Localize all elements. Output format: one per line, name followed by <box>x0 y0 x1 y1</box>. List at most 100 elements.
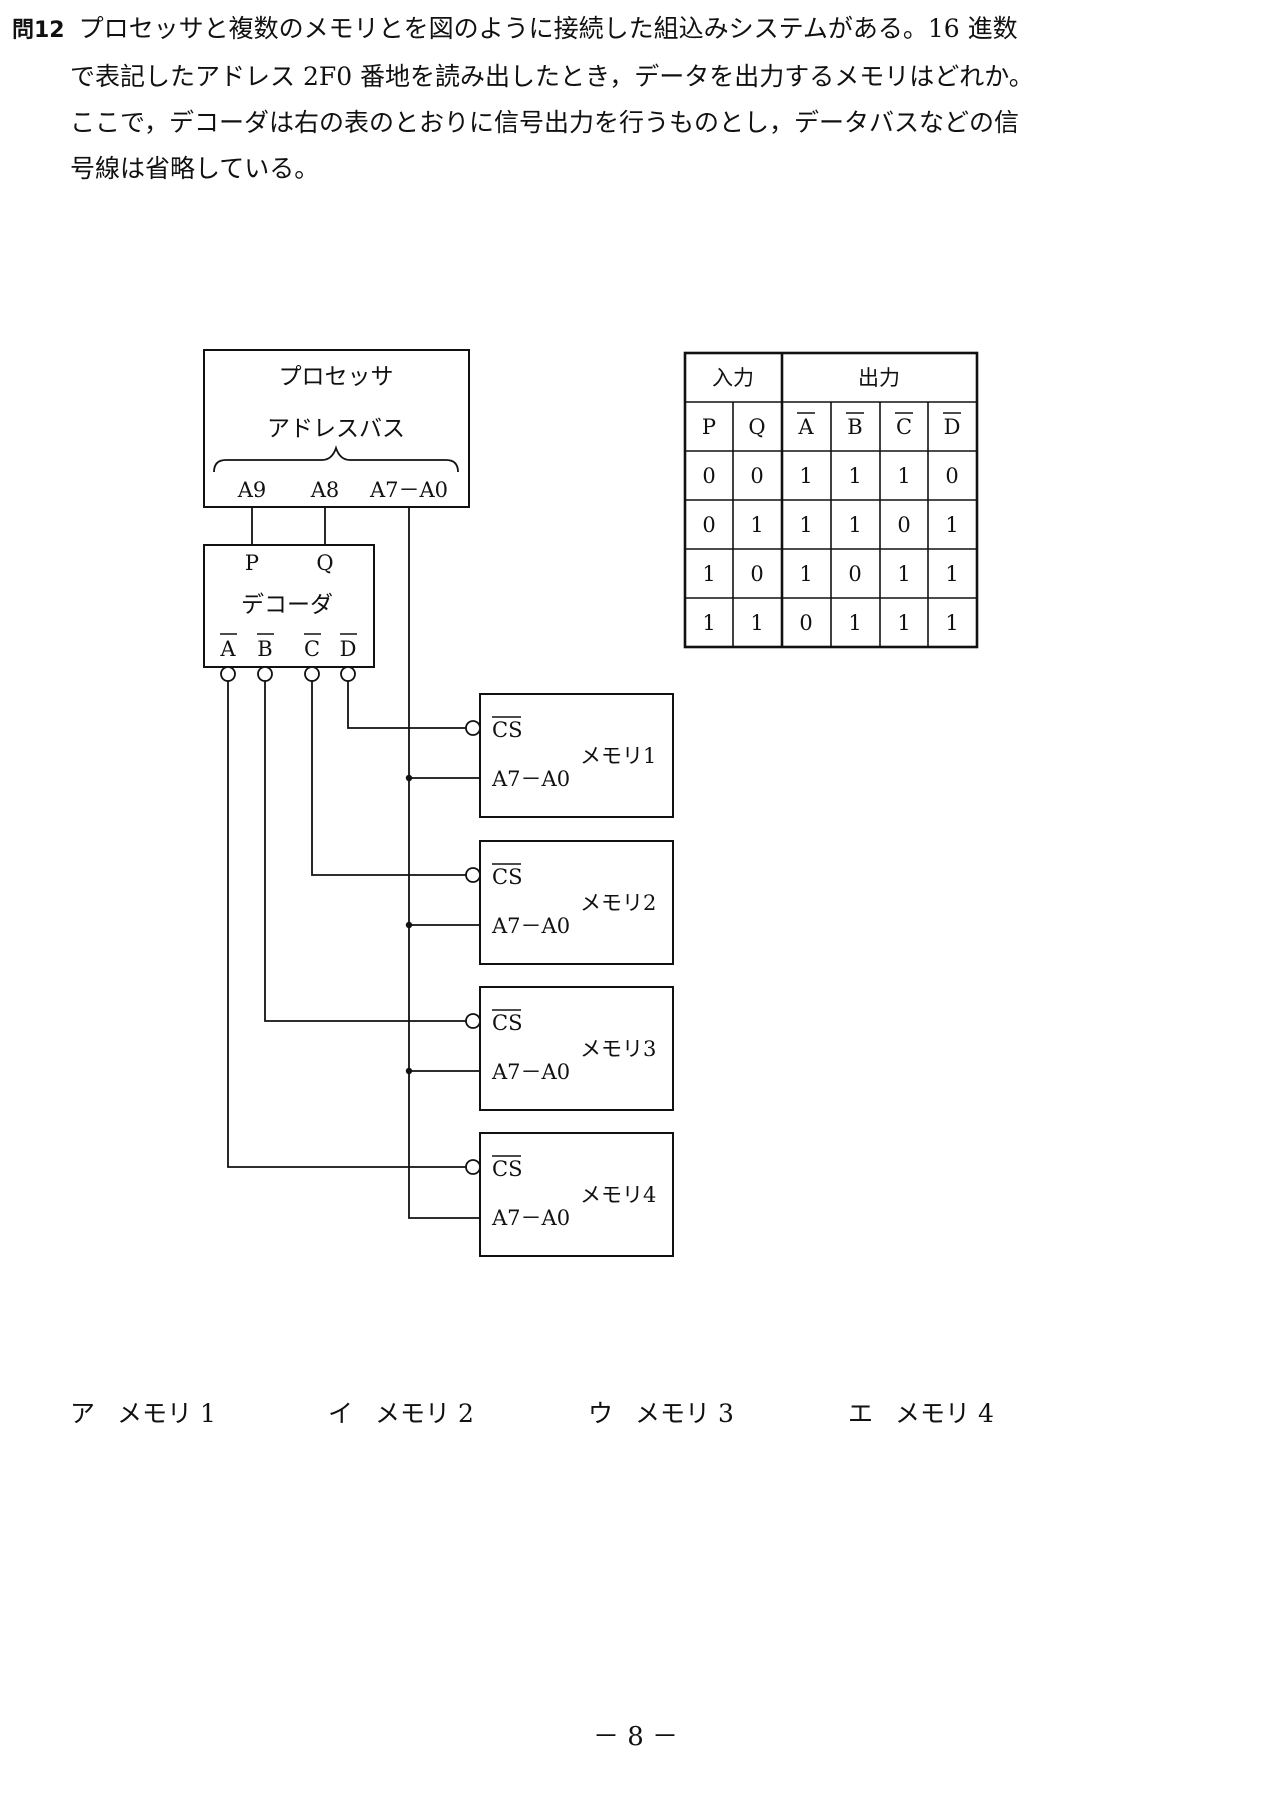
memory-1-addr-label: A7－A0 <box>491 767 570 791</box>
table-cell: 0 <box>750 562 763 586</box>
table-cell: 0 <box>799 611 812 635</box>
choice-e[interactable]: エメモリ 4 <box>848 1394 994 1430</box>
table-cell: 1 <box>799 513 812 537</box>
table-cell: 1 <box>945 562 958 586</box>
memory-1-cs-label: CS <box>492 718 522 742</box>
table-cell: 0 <box>897 513 910 537</box>
choice-i[interactable]: イメモリ 2 <box>328 1394 474 1430</box>
memory-3-block: CS メモリ3 A7－A0 <box>465 986 674 1111</box>
question-line-4: 号線は省略している。 <box>70 154 320 183</box>
memory-3-addr-label: A7－A0 <box>491 1060 570 1084</box>
choice-u-text: メモリ 3 <box>635 1399 734 1428</box>
table-cell: 1 <box>799 464 812 488</box>
choice-i-text: メモリ 2 <box>375 1399 474 1428</box>
answer-choices: アメモリ 1 イメモリ 2 ウメモリ 3 エメモリ 4 <box>70 1394 1170 1434</box>
table-cell: 0 <box>702 464 715 488</box>
table-cell: 0 <box>750 464 763 488</box>
question-block: 問12 プロセッサと複数のメモリとを図のように接続した組込みシステムがある。16 … <box>12 6 1192 192</box>
bubble-c <box>304 666 320 682</box>
choice-a-text: メモリ 1 <box>117 1399 216 1428</box>
memory-4-cs-label: CS <box>492 1157 522 1181</box>
processor-block: プロセッサ アドレスバス A9 A8 A7－A0 <box>203 349 470 508</box>
truth-table-row-3: 1 0 1 0 1 1 <box>702 562 958 586</box>
decoder-output-b: B <box>257 637 272 661</box>
truth-table: 入力 出力 P Q A B C D 0 0 1 1 1 0 0 1 <box>683 351 979 649</box>
table-cell: 0 <box>848 562 861 586</box>
wire-c-to-memory2 <box>311 681 468 876</box>
table-cell: 1 <box>848 611 861 635</box>
memory-2-block: CS メモリ2 A7－A0 <box>465 840 674 965</box>
memory-4-addr-label: A7－A0 <box>491 1206 570 1230</box>
bubble-a <box>220 666 236 682</box>
memory-1-cs-bubble <box>465 720 481 736</box>
memory-3-cs-bubble <box>465 1013 481 1029</box>
col-header-c: C <box>896 415 912 439</box>
choice-e-text: メモリ 4 <box>895 1399 994 1428</box>
chip-select-wires <box>227 681 468 1168</box>
wire-b-to-memory3 <box>264 681 468 1022</box>
choice-u[interactable]: ウメモリ 3 <box>588 1394 734 1430</box>
question-text-1: プロセッサと複数のメモリとを図のように接続した組込みシステムがある。16 進数 <box>78 14 1018 43</box>
choice-u-letter: ウ <box>588 1399 614 1428</box>
table-cell: 1 <box>750 611 763 635</box>
decoder-output-a: A <box>219 637 236 661</box>
processor-title: プロセッサ <box>279 364 394 390</box>
table-cell: 1 <box>945 513 958 537</box>
col-header-q: Q <box>748 415 765 439</box>
truth-table-row-4: 1 1 0 1 1 1 <box>702 611 958 635</box>
memory-2-addr-label: A7－A0 <box>491 914 570 938</box>
memory-3-name: メモリ3 <box>580 1037 656 1061</box>
pin-a8-label: A8 <box>310 478 340 502</box>
question-line-1: 問12 プロセッサと複数のメモリとを図のように接続した組込みシステムがある。16 … <box>12 6 1192 54</box>
memory-4-name: メモリ4 <box>580 1183 656 1207</box>
choice-a[interactable]: アメモリ 1 <box>70 1394 216 1430</box>
pin-a9-label: A9 <box>237 478 267 502</box>
truth-table-column-headers: P Q A B C D <box>702 412 961 439</box>
decoder-block: P Q デコーダ A B C D <box>203 544 375 682</box>
question-number: 問12 <box>12 18 65 43</box>
wire-d-to-memory1 <box>347 681 468 729</box>
choice-a-letter: ア <box>70 1399 96 1428</box>
decoder-input-p: P <box>245 551 259 575</box>
col-header-a: A <box>797 415 814 439</box>
wire-a-to-memory4 <box>227 681 468 1168</box>
table-cell: 1 <box>702 611 715 635</box>
table-cell: 1 <box>897 611 910 635</box>
memory-4-block: CS メモリ4 A7－A0 <box>465 1132 674 1257</box>
table-cell: 1 <box>799 562 812 586</box>
decoder-output-d: D <box>340 637 357 661</box>
decoder-output-c: C <box>304 637 320 661</box>
address-bus-brace <box>213 445 459 473</box>
bubble-b <box>257 666 273 682</box>
question-line-2: で表記したアドレス 2F0 番地を読み出したとき，データを出力するメモリはどれか… <box>70 62 1034 91</box>
truth-table-row-2: 0 1 1 1 0 1 <box>702 513 958 537</box>
col-header-b: B <box>847 415 862 439</box>
table-cell: 1 <box>897 464 910 488</box>
choice-e-letter: エ <box>848 1399 874 1428</box>
address-bus-wires <box>408 507 480 1219</box>
memory-1-block: CS メモリ1 A7－A0 <box>465 693 674 818</box>
memory-3-cs-label: CS <box>492 1011 522 1035</box>
question-line-3: ここで，デコーダは右の表のとおりに信号出力を行うものとし，データバスなどの信 <box>70 108 1020 137</box>
choice-i-letter: イ <box>328 1399 354 1428</box>
pin-a7-a0-label: A7－A0 <box>369 478 448 502</box>
page-number: － 8 － <box>592 1722 679 1752</box>
memory-2-name: メモリ2 <box>580 891 656 915</box>
address-bus-label: アドレスバス <box>267 416 405 442</box>
memory-1-name: メモリ1 <box>580 744 656 768</box>
table-cell: 1 <box>945 611 958 635</box>
col-header-d: D <box>944 415 961 439</box>
truth-table-grid <box>683 351 979 649</box>
memory-2-cs-label: CS <box>492 865 522 889</box>
col-header-p: P <box>702 415 716 439</box>
decoder-input-q: Q <box>316 551 333 575</box>
table-cell: 1 <box>750 513 763 537</box>
processor-decoder-wires <box>251 507 326 545</box>
table-cell: 0 <box>945 464 958 488</box>
table-cell: 1 <box>897 562 910 586</box>
truth-table-output-header: 出力 <box>858 366 900 390</box>
decoder-title: デコーダ <box>241 592 333 618</box>
bubble-d <box>340 666 356 682</box>
table-cell: 1 <box>848 513 861 537</box>
